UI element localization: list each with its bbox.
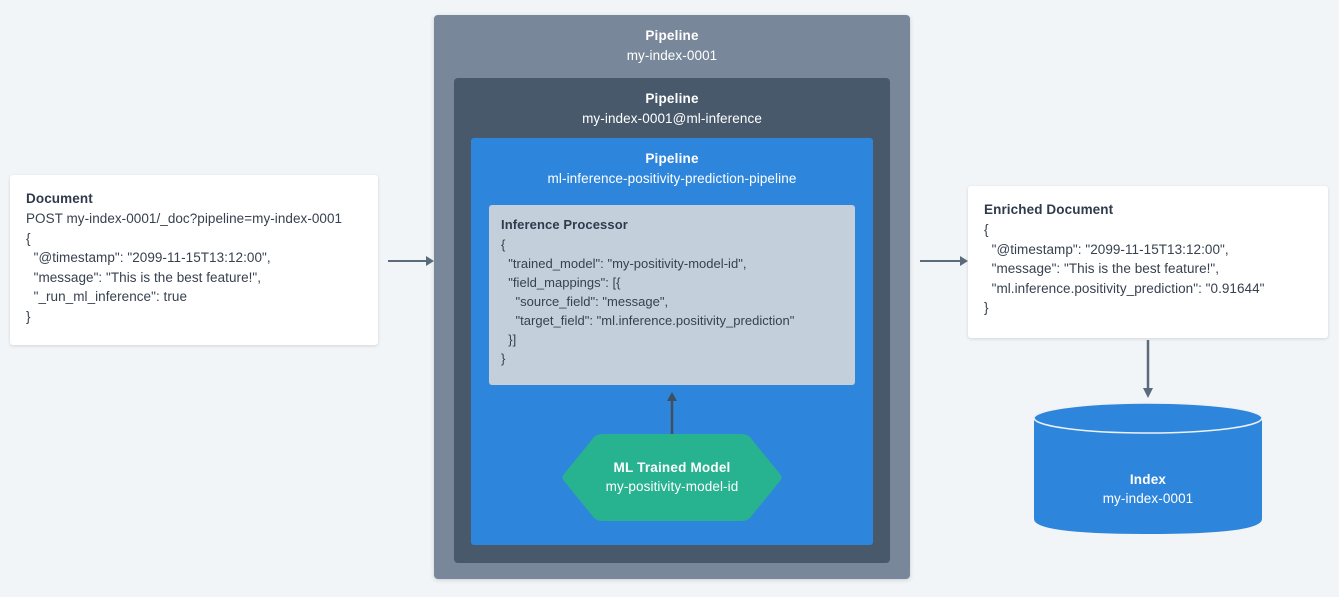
document-card-line: "message": "This is the best feature!",: [26, 269, 262, 285]
pipeline-mid-header: Pipeline my-index-0001@ml-inference: [454, 78, 890, 129]
inference-processor-line: "target_field": "ml.inference.positivity…: [501, 313, 795, 328]
inference-processor-line: "source_field": "message",: [501, 294, 669, 309]
enriched-document-card-line: "message": "This is the best feature!",: [984, 261, 1220, 276]
pipeline-outer-kind: Pipeline: [645, 28, 699, 43]
enriched-document-card: Enriched Document { "@timestamp": "2099-…: [968, 186, 1328, 338]
enriched-document-card-line: }: [984, 300, 989, 315]
index-cylinder: Index my-index-0001: [1033, 402, 1263, 535]
document-card-line: }: [26, 308, 31, 324]
pipeline-mid-ml-inference: Pipeline my-index-0001@ml-inference Pipe…: [454, 78, 890, 563]
inference-processor-panel: Inference Processor { "trained_model": "…: [489, 205, 855, 385]
pipeline-mid-kind: Pipeline: [645, 91, 699, 106]
pipeline-inner-kind: Pipeline: [645, 151, 699, 166]
pipeline-outer-header: Pipeline my-index-0001: [434, 15, 910, 66]
enriched-document-card-line: {: [984, 222, 989, 237]
arrow-document-to-pipeline-icon: [388, 253, 436, 269]
enriched-document-card-title: Enriched Document: [984, 202, 1114, 217]
inference-processor-line: }]: [501, 332, 517, 347]
pipeline-outer-name: my-index-0001: [626, 48, 718, 63]
arrow-enriched-document-to-index-icon: [1140, 340, 1156, 398]
document-card: Document POST my-index-0001/_doc?pipelin…: [10, 175, 378, 345]
pipeline-inner-name: ml-inference-positivity-prediction-pipel…: [547, 171, 797, 186]
enriched-document-card-line: "ml.inference.positivity_prediction": "0…: [984, 280, 1265, 296]
pipeline-mid-name: my-index-0001@ml-inference: [582, 111, 762, 126]
enriched-document-card-line: "@timestamp": "2099-11-15T13:12:00",: [984, 241, 1229, 257]
inference-processor-line: "field_mappings": [{: [501, 275, 621, 290]
document-card-line: {: [26, 230, 31, 246]
inference-processor-line: {: [501, 237, 506, 252]
inference-processor-title: Inference Processor: [501, 217, 628, 232]
inference-processor-line: }: [501, 351, 506, 366]
document-card-title: Document: [26, 191, 93, 206]
inference-processor-line: "trained_model": "my-positivity-model-id…: [501, 256, 747, 271]
arrow-model-to-processor-icon: [664, 392, 680, 434]
pipeline-outer-my-index-0001: Pipeline my-index-0001 Pipeline my-index…: [434, 15, 910, 579]
ml-trained-model-hexagon: ML Trained Model my-positivity-model-id: [558, 432, 786, 523]
arrow-pipeline-to-enriched-document-icon: [920, 253, 970, 269]
document-card-line: POST my-index-0001/_doc?pipeline=my-inde…: [26, 211, 343, 226]
document-card-line: "_run_ml_inference": true: [26, 289, 188, 304]
pipeline-inner-header: Pipeline ml-inference-positivity-predict…: [471, 138, 873, 189]
document-card-line: "@timestamp": "2099-11-15T13:12:00",: [26, 250, 271, 265]
